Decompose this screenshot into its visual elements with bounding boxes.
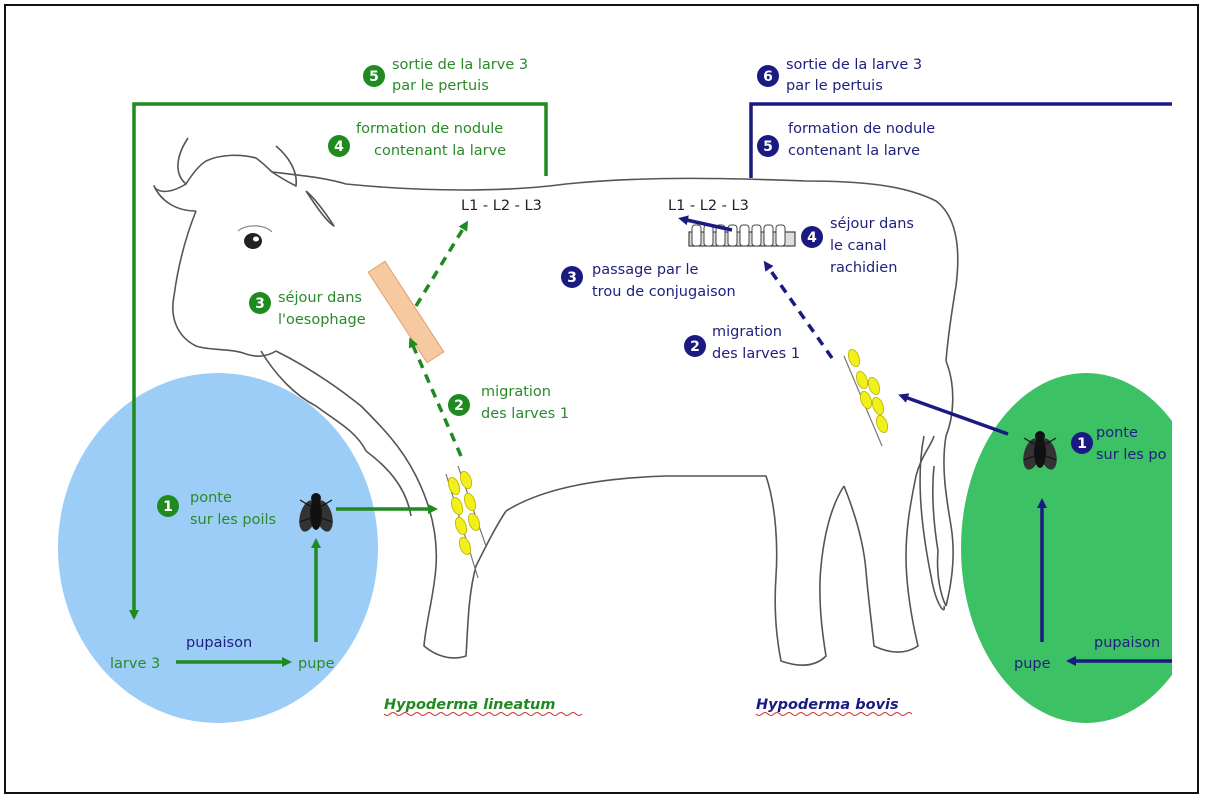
svg-text:5: 5: [369, 69, 379, 85]
svg-text:3: 3: [567, 270, 577, 286]
spinal-canal-illustration: [689, 225, 795, 246]
svg-text:4: 4: [807, 230, 817, 246]
lineatum-larve3-label: larve 3: [110, 656, 160, 672]
svg-text:l'oesophage: l'oesophage: [278, 312, 366, 328]
svg-text:6: 6: [763, 69, 773, 85]
svg-text:1: 1: [1077, 436, 1087, 452]
cow-eye: [244, 233, 262, 249]
bovis-pupe-label: pupe: [1014, 656, 1051, 672]
svg-text:5: 5: [763, 139, 773, 155]
svg-text:sur les poils: sur les poils: [190, 512, 276, 528]
svg-text:sur les po: sur les po: [1096, 447, 1167, 463]
svg-text:passage par le: passage par le: [592, 262, 699, 278]
lineatum-pupaison-label: pupaison: [186, 635, 252, 651]
svg-text:Hypoderma bovis: Hypoderma bovis: [756, 697, 899, 713]
life-cycle-diagram: 5 sortie de la larve 3 par le pertuis 4 …: [6, 6, 1199, 794]
svg-text:formation de nodule: formation de nodule: [356, 121, 503, 137]
lineatum-eggs: [446, 466, 486, 578]
lineatum-step3: 3 séjour dans l'oesophage: [249, 290, 366, 328]
svg-text:des larves 1: des larves 1: [712, 346, 800, 362]
svg-text:sortie de la larve 3: sortie de la larve 3: [786, 57, 922, 73]
bovis-pupaison-label: pupaison: [1094, 635, 1160, 651]
svg-text:rachidien: rachidien: [830, 260, 897, 276]
lineatum-step2: 2 migration des larves 1: [448, 384, 569, 422]
svg-text:formation de nodule: formation de nodule: [788, 121, 935, 137]
bovis-step5: 5 formation de nodule contenant la larve: [757, 121, 935, 159]
bovis-species-label: Hypoderma bovis: [756, 697, 912, 716]
svg-text:ponte: ponte: [1096, 425, 1138, 441]
svg-text:des larves 1: des larves 1: [481, 406, 569, 422]
lineatum-stages: L1 - L2 - L3: [461, 198, 542, 214]
svg-text:2: 2: [454, 398, 464, 414]
svg-text:ponte: ponte: [190, 490, 232, 506]
svg-text:sortie de la larve 3: sortie de la larve 3: [392, 57, 528, 73]
lineatum-species-label: Hypoderma lineatum: [384, 697, 582, 716]
svg-text:migration: migration: [481, 384, 551, 400]
bovis-step4: 4 séjour dans le canal rachidien: [801, 216, 914, 276]
svg-text:3: 3: [255, 296, 265, 312]
svg-text:Hypoderma lineatum: Hypoderma lineatum: [384, 697, 555, 713]
svg-text:par le pertuis: par le pertuis: [786, 78, 883, 94]
bovis-eggs: [844, 348, 890, 446]
svg-text:migration: migration: [712, 324, 782, 340]
svg-text:le canal: le canal: [830, 238, 887, 254]
svg-text:séjour dans: séjour dans: [278, 290, 362, 306]
svg-text:2: 2: [690, 339, 700, 355]
bovis-stages: L1 - L2 - L3: [668, 198, 749, 214]
svg-text:trou de conjugaison: trou de conjugaison: [592, 284, 736, 300]
bovis-step3: 3 passage par le trou de conjugaison: [561, 262, 736, 300]
bovis-step2: 2 migration des larves 1: [684, 324, 800, 362]
bovis-ground-circle: [961, 373, 1199, 723]
svg-text:contenant la larve: contenant la larve: [788, 143, 920, 159]
diagram-frame: 5 sortie de la larve 3 par le pertuis 4 …: [4, 4, 1199, 794]
svg-text:séjour dans: séjour dans: [830, 216, 914, 232]
svg-text:4: 4: [334, 139, 344, 155]
svg-text:contenant la larve: contenant la larve: [374, 143, 506, 159]
lineatum-step5: 5 sortie de la larve 3 par le pertuis: [363, 57, 528, 94]
svg-text:1: 1: [163, 499, 173, 515]
lineatum-step4: 4 formation de nodule contenant la larve: [328, 121, 506, 159]
svg-text:par le pertuis: par le pertuis: [392, 78, 489, 94]
bovis-step6: 6 sortie de la larve 3 par le pertuis: [757, 57, 922, 94]
lineatum-pupe-label: pupe: [298, 656, 335, 672]
